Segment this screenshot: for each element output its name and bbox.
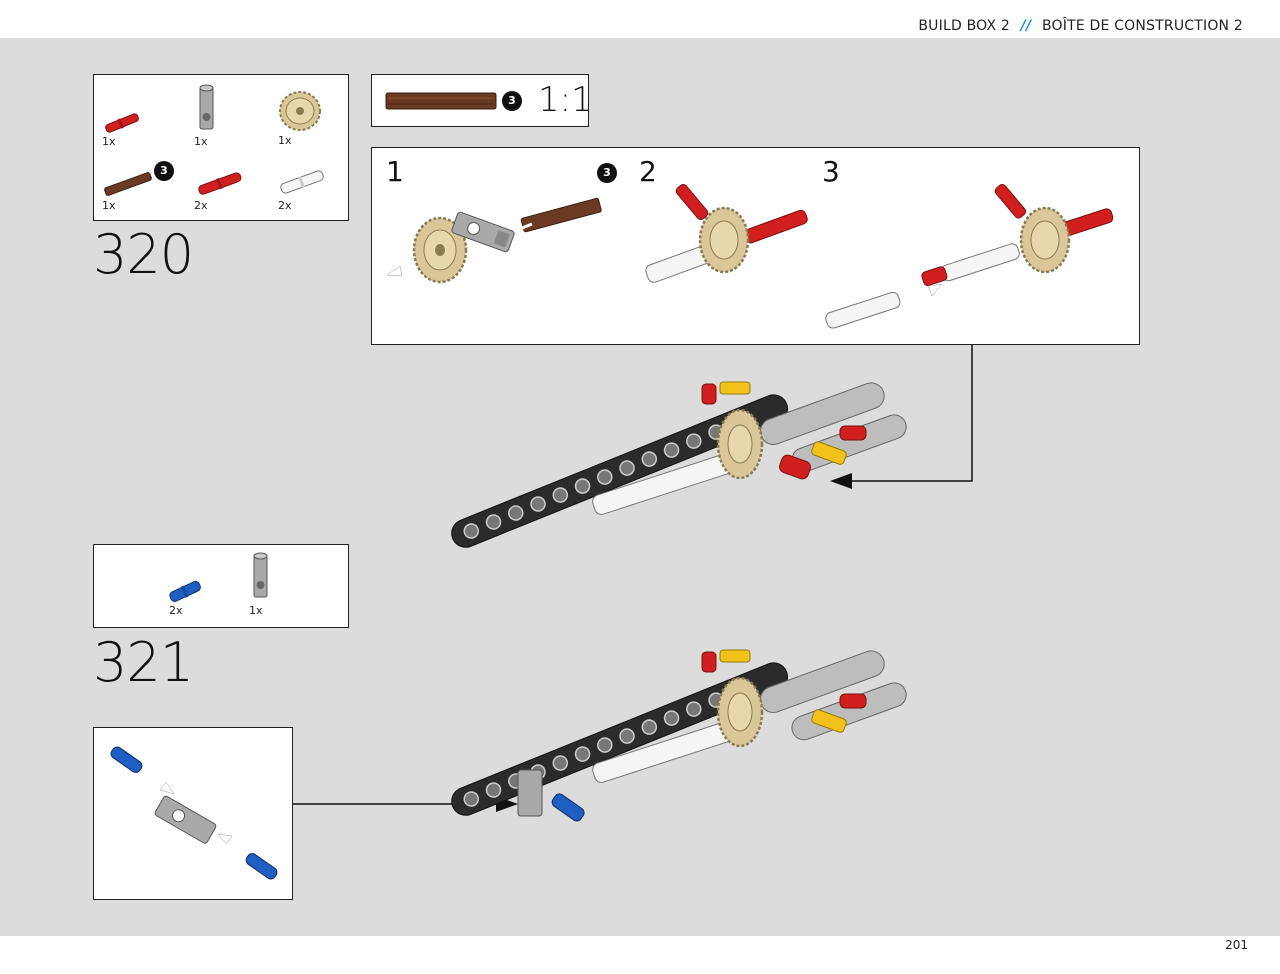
callout-leader-line <box>830 345 973 489</box>
axle-scale-callout: 3 1:1 <box>371 74 593 127</box>
step-number-321: 321 <box>93 631 194 694</box>
step-321-parts-list: 2x 1x <box>93 544 349 628</box>
grey-axle-connector-icon <box>199 84 214 130</box>
page-footer: 201 <box>0 936 1280 974</box>
red-axle-pin-icon <box>105 113 139 133</box>
header-separator: // <box>1020 18 1032 34</box>
substep-2-illustration <box>645 183 808 283</box>
step-320-parts-list: 1x 1x 1x 3 1x 2x 2x <box>93 74 349 221</box>
scale-label: 1:1 <box>538 80 593 120</box>
part-qty: 2x <box>169 604 183 617</box>
substep-number: 1 <box>386 155 404 188</box>
step-321-subassembly-illustration <box>110 746 278 880</box>
part-qty: 1x <box>278 134 292 147</box>
quantity-badge: 3 <box>597 163 617 183</box>
brown-axle-icon <box>104 172 152 196</box>
step-number-320: 320 <box>93 223 194 286</box>
part-qty: 1x <box>102 199 116 212</box>
header-title: BUILD BOX 2 // BOÎTE DE CONSTRUCTION 2 <box>918 18 1243 34</box>
step-320-model-illustration <box>451 381 907 548</box>
white-pin-icon <box>280 170 324 194</box>
step-321-subassembly <box>93 727 293 900</box>
part-qty: 2x <box>278 199 292 212</box>
quantity-badge: 3 <box>502 91 522 111</box>
substep-number: 3 <box>822 155 840 188</box>
part-qty: 1x <box>249 604 263 617</box>
brown-axle-icon <box>385 92 497 110</box>
part-qty: 1x <box>194 135 208 148</box>
substep-1-illustration <box>386 197 602 284</box>
tan-gear-icon <box>279 91 321 131</box>
part-qty: 2x <box>194 199 208 212</box>
quantity-badge: 3 <box>154 161 174 181</box>
header-box-label: BUILD BOX 2 <box>918 18 1011 34</box>
step-320-subassembly: 1 2 3 3 <box>371 147 1140 345</box>
substep-3-illustration <box>825 183 1114 329</box>
blue-pin-icon <box>169 580 201 602</box>
red-pin-icon <box>198 172 242 195</box>
part-qty: 1x <box>102 135 116 148</box>
step-321-model-illustration <box>451 649 907 822</box>
grey-axle-connector-icon <box>253 552 268 598</box>
substep-number: 2 <box>639 155 657 188</box>
header-box-label-fr: BOÎTE DE CONSTRUCTION 2 <box>1041 18 1243 34</box>
page-number: 201 <box>1225 938 1248 952</box>
page-header: BUILD BOX 2 // BOÎTE DE CONSTRUCTION 2 <box>0 0 1280 38</box>
